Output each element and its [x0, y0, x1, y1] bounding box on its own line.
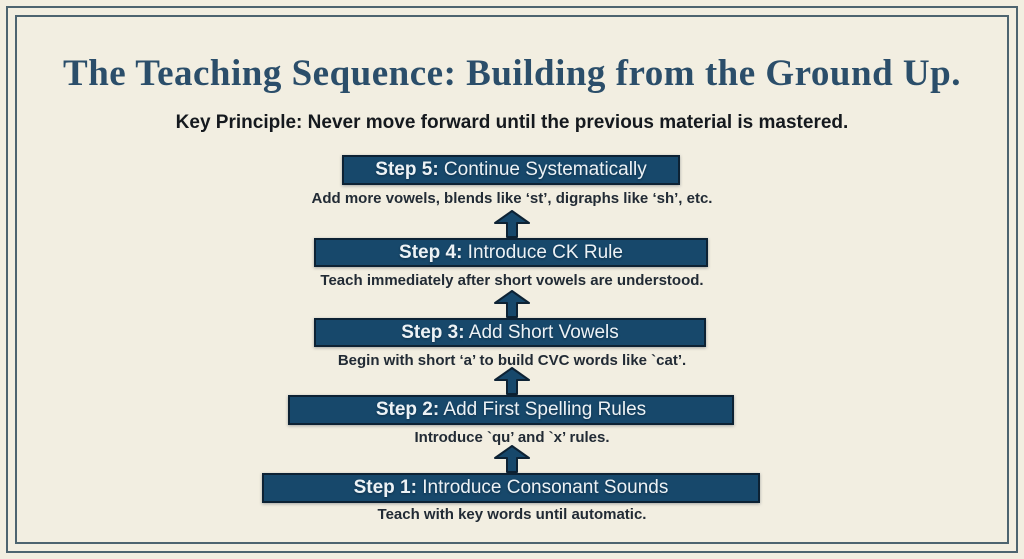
key-principle-subtitle: Key Principle: Never move forward until … — [0, 112, 1024, 134]
step-1-bar: Step 1: Introduce Consonant Sounds — [262, 473, 760, 503]
step-4-bar: Step 4: Introduce CK Rule — [314, 238, 708, 267]
up-arrow-icon — [493, 290, 531, 318]
up-arrow-icon — [493, 367, 531, 395]
step-4-caption: Teach immediately after short vowels are… — [320, 272, 704, 289]
step-1-caption: Teach with key words until automatic. — [377, 506, 647, 523]
step-4-label: Step 4: — [399, 241, 463, 263]
step-3-bar: Step 3: Add Short Vowels — [314, 318, 706, 347]
up-arrow-icon — [493, 210, 531, 238]
step-3-label: Step 3: — [401, 321, 465, 343]
up-arrow-icon — [493, 445, 531, 473]
step-5-bar: Step 5: Continue Systematically — [342, 155, 680, 185]
step-5-label: Step 5: — [375, 159, 439, 180]
step-2-title: Add First Spelling Rules — [439, 399, 647, 420]
step-2-caption: Introduce `qu’ and `x’ rules. — [414, 429, 610, 446]
step-2-label: Step 2: — [375, 399, 440, 420]
step-5-title: Continue Systematically — [438, 159, 647, 180]
key-principle-label: Key Principle: — [175, 112, 303, 133]
step-3-title: Add Short Vowels — [464, 321, 619, 343]
step-5-caption: Add more vowels, blends like ‘st’, digra… — [311, 190, 713, 207]
step-1-title: Introduce Consonant Sounds — [416, 477, 669, 498]
key-principle-text: Never move forward until the previous ma… — [302, 112, 849, 133]
page-title: The Teaching Sequence: Building from the… — [63, 53, 961, 94]
step-2-bar: Step 2: Add First Spelling Rules — [288, 395, 734, 425]
step-1-label: Step 1: — [353, 477, 417, 498]
step-4-title: Introduce CK Rule — [462, 241, 623, 263]
step-3-caption: Begin with short ‘a’ to build CVC words … — [337, 352, 687, 369]
